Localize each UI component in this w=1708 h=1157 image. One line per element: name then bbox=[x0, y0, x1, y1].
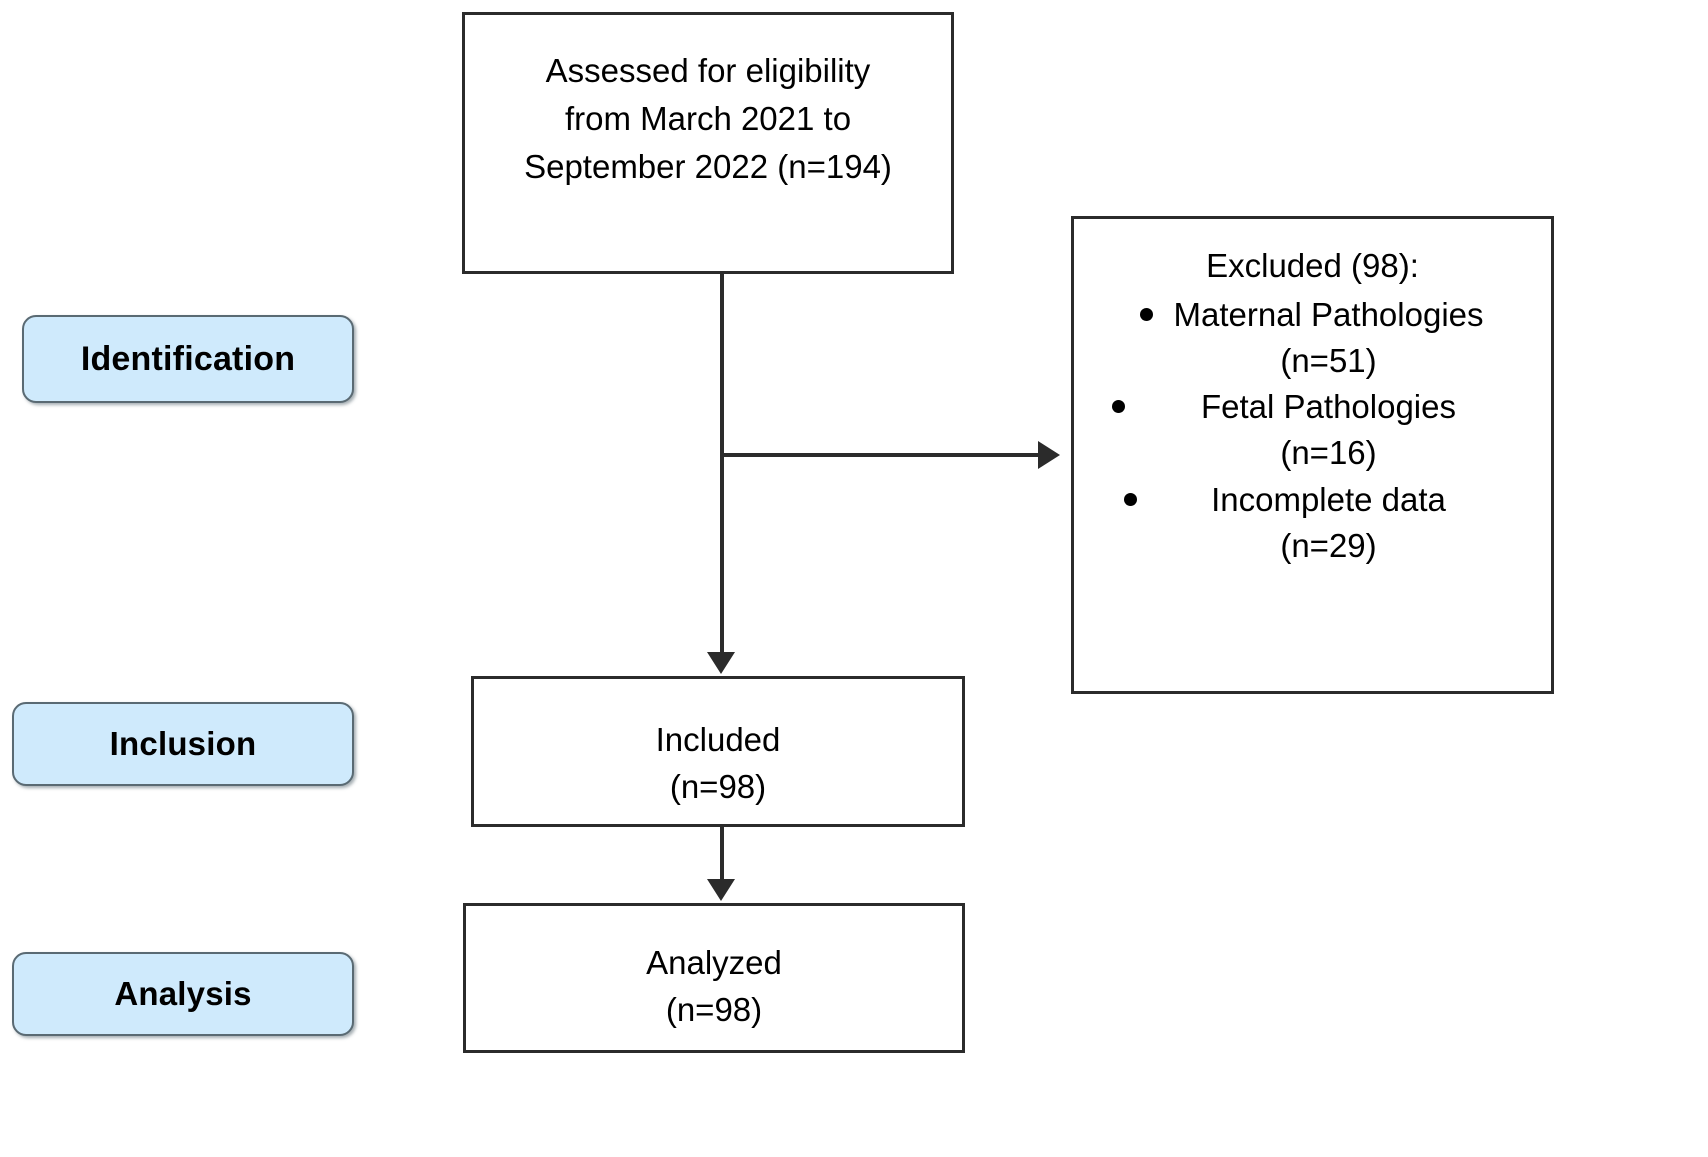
excluded-reason-label: Fetal Pathologies bbox=[1201, 388, 1456, 426]
node-analyzed[interactable]: Analyzed (n=98) bbox=[463, 903, 965, 1053]
node-assessed-line-1: Assessed for eligibility bbox=[545, 52, 871, 89]
node-assessed-for-eligibility[interactable]: Assessed for eligibility from March 2021… bbox=[462, 12, 954, 274]
connector-included-to-analyzed bbox=[720, 827, 724, 883]
node-assessed-line-3: September 2022 (n=194) bbox=[524, 147, 892, 185]
stage-chip-identification[interactable]: Identification bbox=[22, 315, 354, 403]
excluded-reason-list: Maternal Pathologies (n=51) Fetal Pathol… bbox=[1088, 292, 1537, 569]
connector-assessed-to-excluded bbox=[720, 453, 1038, 457]
node-excluded[interactable]: Excluded (98): Maternal Pathologies (n=5… bbox=[1071, 216, 1554, 694]
node-analyzed-line-2: (n=98) bbox=[665, 990, 763, 1028]
node-included[interactable]: Included (n=98) bbox=[471, 676, 965, 827]
stage-chip-inclusion-label: Inclusion bbox=[109, 725, 257, 762]
excluded-reason-label: Maternal Pathologies bbox=[1173, 295, 1484, 333]
excluded-reason-item: Fetal Pathologies (n=16) bbox=[1088, 384, 1537, 476]
arrowhead-right-icon bbox=[1038, 441, 1060, 469]
excluded-reason-item: Incomplete data (n=29) bbox=[1088, 477, 1537, 569]
stage-chip-analysis-label: Analysis bbox=[114, 975, 252, 1012]
stage-chip-analysis[interactable]: Analysis bbox=[12, 952, 354, 1036]
node-excluded-title: Excluded (98): bbox=[1206, 247, 1419, 284]
excluded-reason-item: Maternal Pathologies (n=51) bbox=[1088, 292, 1537, 384]
stage-chip-identification-label: Identification bbox=[80, 339, 296, 378]
excluded-reason-label: Incomplete data bbox=[1211, 480, 1446, 518]
connector-assessed-to-included bbox=[720, 274, 724, 654]
arrowhead-down-icon bbox=[707, 879, 735, 901]
node-included-line-1: Included bbox=[655, 721, 781, 758]
node-included-line-2: (n=98) bbox=[669, 767, 767, 805]
arrowhead-down-icon bbox=[707, 652, 735, 674]
bullet-icon bbox=[1140, 307, 1153, 321]
bullet-icon bbox=[1112, 400, 1125, 414]
excluded-reason-count: (n=51) bbox=[1280, 342, 1377, 380]
node-analyzed-line-1: Analyzed bbox=[646, 944, 782, 981]
bullet-icon bbox=[1124, 492, 1137, 506]
excluded-reason-count: (n=29) bbox=[1280, 526, 1377, 564]
stage-chip-inclusion[interactable]: Inclusion bbox=[12, 702, 354, 786]
node-assessed-line-2: from March 2021 to bbox=[564, 99, 852, 137]
excluded-reason-count: (n=16) bbox=[1280, 434, 1377, 472]
